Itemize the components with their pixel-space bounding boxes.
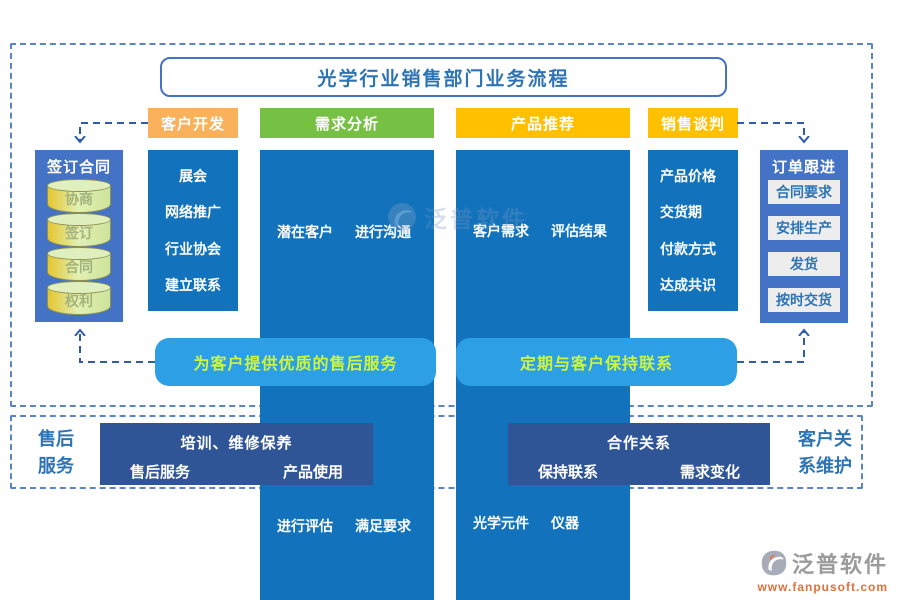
order-follow-up-panel: 订单跟进 合同要求安排生产发货按时交货 (760, 150, 848, 323)
contract-cylinder: 签订 (47, 213, 111, 247)
order-follow-up-title: 订单跟进 (771, 159, 836, 176)
cooperation-items: 保持联系 需求变化 (508, 461, 770, 482)
stage-item: 付款方式 (660, 240, 716, 257)
demand-change-item: 需求变化 (679, 464, 740, 481)
order-step: 安排生产 (768, 216, 840, 240)
contract-signing-panel: 签订合同 协商签订合同权利 (35, 150, 123, 322)
keep-contact-callout: 定期与客户保持联系 (456, 338, 737, 386)
label-line: 系维护 (798, 456, 852, 476)
stage-item: 交货期 (660, 204, 702, 221)
stage-header-demand-analysis: 需求分析 (260, 108, 434, 138)
fanpu-logo: 泛普软件 www.fanpusoft.com (757, 547, 888, 594)
logo-brand-text: 泛普软件 (791, 552, 888, 577)
stage-item: 光学元件 (473, 515, 529, 531)
order-step: 按时交货 (768, 288, 840, 312)
contract-signing-title: 签订合同 (46, 159, 111, 176)
watermark: 泛普软件 (386, 200, 528, 234)
order-step: 发货 (768, 252, 840, 276)
stage-item: 客户需求 (473, 223, 529, 239)
after-sales-service-item: 售后服务 (130, 464, 191, 481)
cooperation-title: 合作关系 (606, 435, 671, 452)
stage-item: 评估结果 (551, 223, 607, 239)
customer-relation-label: 客户关系维护 (789, 426, 861, 480)
training-maintenance-box: 培训、维修保养 售后服务 产品使用 (100, 423, 373, 485)
label-line: 客户关 (798, 429, 852, 449)
label-line: 服务 (38, 456, 74, 476)
keep-in-touch-item: 保持联系 (538, 464, 599, 481)
main-process-section-border (10, 43, 873, 407)
logo-url: www.fanpusoft.com (757, 580, 888, 594)
cooperation-box: 合作关系 保持联系 需求变化 (508, 423, 770, 485)
order-step-list: 合同要求安排生产发货按时交货 (768, 180, 840, 312)
stage-header-customer-development: 客户开发 (148, 108, 238, 138)
stage-item: 展会 (179, 168, 207, 185)
diagram-title: 光学行业销售部门业务流程 (160, 57, 727, 97)
stage-item: 网络推广 (165, 204, 221, 221)
stage-item: 达成共识 (660, 276, 716, 293)
logo-mark-icon (761, 550, 787, 576)
after-sales-callout: 为客户提供优质的售后服务 (155, 338, 436, 386)
watermark-logo-icon (388, 203, 416, 231)
order-step: 合同要求 (768, 180, 840, 204)
stage-items-sales-negotiation: 产品价格交货期付款方式达成共识 (648, 150, 738, 311)
stage-header-product-recommendation: 产品推荐 (456, 108, 630, 138)
stage-items-customer-development: 展会网络推广行业协会建立联系 (148, 150, 238, 311)
contract-cylinder: 权利 (47, 281, 111, 315)
training-maintenance-title: 培训、维修保养 (180, 435, 293, 452)
watermark-text: 泛普软件 (424, 206, 528, 232)
after-sales-section-border (10, 415, 863, 489)
stage-item: 潜在客户 (277, 223, 333, 240)
training-maintenance-items: 售后服务 产品使用 (100, 461, 373, 482)
stage-item: 产品价格 (660, 168, 716, 185)
stage-item: 行业协会 (165, 240, 221, 257)
stage-item: 仪器 (551, 515, 579, 531)
contract-cylinder-stack: 协商签订合同权利 (47, 177, 111, 315)
label-line: 售后 (38, 429, 74, 449)
stage-item: 进行评估 (277, 517, 333, 534)
product-usage-item: 产品使用 (282, 464, 343, 481)
contract-cylinder: 协商 (47, 179, 111, 213)
contract-cylinder: 合同 (47, 247, 111, 281)
stage-item: 满足要求 (355, 517, 411, 534)
stage-item: 建立联系 (165, 276, 221, 293)
after-sales-service-label: 售后服务 (24, 426, 88, 480)
stage-header-sales-negotiation: 销售谈判 (648, 108, 738, 138)
stage-item: 进行沟通 (355, 223, 411, 240)
